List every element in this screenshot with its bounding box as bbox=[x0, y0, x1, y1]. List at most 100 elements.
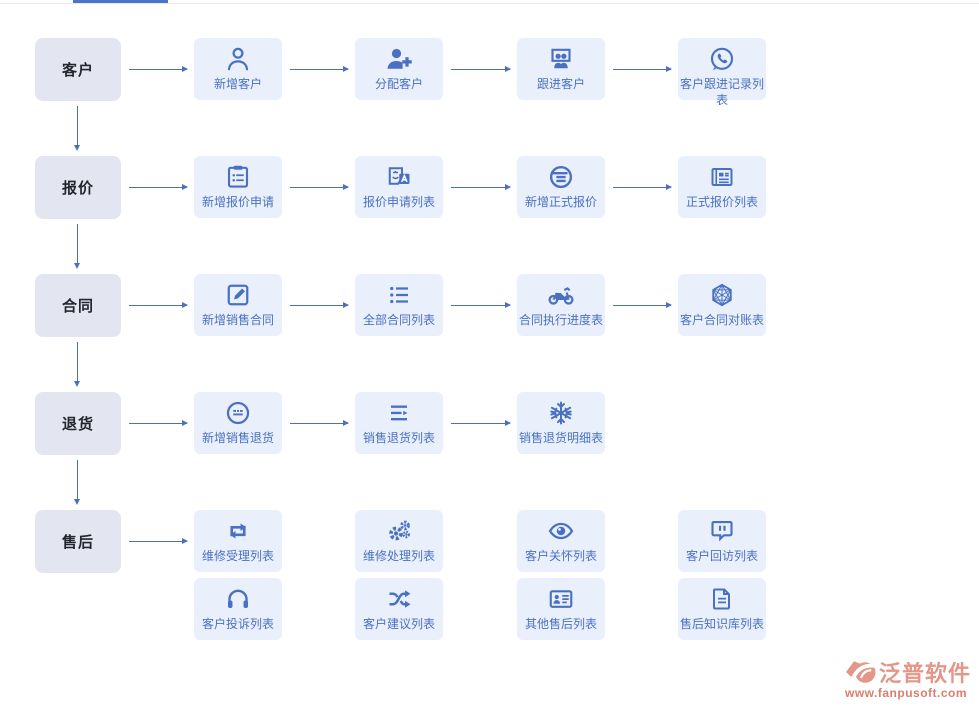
flow-card[interactable]: 客户投诉列表 bbox=[194, 578, 282, 640]
flow-card-label: 销售退货列表 bbox=[362, 431, 435, 445]
flow-card-label: 新增客户 bbox=[213, 77, 262, 91]
flow-arrow bbox=[129, 302, 188, 308]
snowflake-icon bbox=[546, 398, 576, 428]
motorcycle-icon bbox=[546, 280, 576, 310]
active-tab-indicator[interactable] bbox=[73, 0, 168, 3]
repeat-icon bbox=[223, 516, 253, 546]
users-banner-icon bbox=[546, 44, 576, 74]
flow-card-label: 维修处理列表 bbox=[362, 549, 435, 563]
flow-arrow bbox=[129, 184, 188, 190]
flow-card-label: 客户合同对账表 bbox=[679, 313, 764, 327]
flow-card[interactable]: 其他售后列表 bbox=[517, 578, 605, 640]
stage-label: 客户 bbox=[61, 62, 94, 79]
flow-card[interactable]: 跟进客户 bbox=[517, 38, 605, 100]
flow-arrow bbox=[290, 420, 349, 426]
flow-card-label: 新增销售退货 bbox=[201, 431, 274, 445]
stage-connector-arrow bbox=[74, 224, 80, 269]
flow-card[interactable]: 全部合同列表 bbox=[355, 274, 443, 336]
stage-box: 退货 bbox=[35, 392, 121, 455]
flow-arrow bbox=[290, 302, 349, 308]
flow-card-label: 合同执行进度表 bbox=[518, 313, 603, 327]
stage-label: 售后 bbox=[61, 534, 94, 551]
flow-card-label: 客户回访列表 bbox=[685, 549, 758, 563]
flow-arrow bbox=[451, 184, 511, 190]
stage-label: 退货 bbox=[61, 416, 94, 433]
flow-card-label: 新增正式报价 bbox=[524, 195, 597, 209]
list-arrow-icon bbox=[384, 398, 414, 428]
flow-card[interactable]: 新增销售退货 bbox=[194, 392, 282, 454]
flow-card-label: 新增销售合同 bbox=[201, 313, 274, 327]
translate-doc-icon bbox=[384, 162, 414, 192]
stage-box: 合同 bbox=[35, 274, 121, 337]
flow-arrow bbox=[613, 184, 672, 190]
flow-card-label: 正式报价列表 bbox=[685, 195, 758, 209]
flow-arrow bbox=[290, 66, 349, 72]
flow-card-label: 跟进客户 bbox=[536, 77, 585, 91]
flow-card[interactable]: 分配客户 bbox=[355, 38, 443, 100]
flow-card[interactable]: 新增客户 bbox=[194, 38, 282, 100]
flow-card[interactable]: 销售退货列表 bbox=[355, 392, 443, 454]
flow-arrow bbox=[613, 302, 672, 308]
user-outline-icon bbox=[223, 44, 253, 74]
flow-card[interactable]: 客户跟进记录列表 bbox=[678, 38, 766, 107]
flow-card-label: 销售退货明细表 bbox=[518, 431, 603, 445]
flow-card[interactable]: 客户合同对账表 bbox=[678, 274, 766, 336]
flow-card-label: 新增报价申请 bbox=[201, 195, 274, 209]
flow-arrow bbox=[129, 66, 188, 72]
flow-arrow bbox=[613, 66, 672, 72]
flow-card-label: 客户关怀列表 bbox=[524, 549, 597, 563]
edit-square-icon bbox=[223, 280, 253, 310]
flow-card[interactable]: 客户回访列表 bbox=[678, 510, 766, 572]
stage-connector-arrow bbox=[74, 106, 80, 151]
flow-arrow bbox=[129, 538, 188, 544]
flow-card[interactable]: 新增销售合同 bbox=[194, 274, 282, 336]
flow-arrow bbox=[451, 66, 511, 72]
flow-card[interactable]: 合同执行进度表 bbox=[517, 274, 605, 336]
flow-arrow bbox=[451, 420, 511, 426]
flow-card-label: 报价申请列表 bbox=[362, 195, 435, 209]
stage-connector-arrow bbox=[74, 460, 80, 505]
flow-card[interactable]: 维修受理列表 bbox=[194, 510, 282, 572]
whatsapp-icon bbox=[707, 44, 737, 74]
gears-icon bbox=[384, 516, 414, 546]
fanpu-logo-icon bbox=[845, 658, 877, 686]
id-card-icon bbox=[546, 584, 576, 614]
clipboard-form-icon bbox=[223, 162, 253, 192]
tabbar-divider bbox=[0, 3, 979, 4]
newspaper-icon bbox=[707, 162, 737, 192]
flow-card-label: 分配客户 bbox=[374, 77, 423, 91]
flow-card[interactable]: 新增正式报价 bbox=[517, 156, 605, 218]
flow-card[interactable]: 新增报价申请 bbox=[194, 156, 282, 218]
flow-card[interactable]: 正式报价列表 bbox=[678, 156, 766, 218]
flow-card[interactable]: 维修处理列表 bbox=[355, 510, 443, 572]
hexagon-mesh-icon bbox=[707, 280, 737, 310]
eye-icon bbox=[546, 516, 576, 546]
flow-card[interactable]: 销售退货明细表 bbox=[517, 392, 605, 454]
headset-icon bbox=[223, 584, 253, 614]
flow-card[interactable]: 售后知识库列表 bbox=[678, 578, 766, 640]
flow-card[interactable]: 客户建议列表 bbox=[355, 578, 443, 640]
brand-url: www.fanpusoft.com bbox=[844, 686, 968, 700]
flow-arrow bbox=[129, 420, 188, 426]
shuffle-icon bbox=[384, 584, 414, 614]
stage-label: 合同 bbox=[61, 298, 94, 315]
flow-card[interactable]: 客户关怀列表 bbox=[517, 510, 605, 572]
flow-card-label: 维修受理列表 bbox=[201, 549, 274, 563]
stage-box: 售后 bbox=[35, 510, 121, 573]
flow-card[interactable]: 报价申请列表 bbox=[355, 156, 443, 218]
flow-card-label: 全部合同列表 bbox=[362, 313, 435, 327]
flow-arrow bbox=[451, 302, 511, 308]
stage-box: 报价 bbox=[35, 156, 121, 219]
flow-card-label: 客户投诉列表 bbox=[201, 617, 274, 631]
stage-box: 客户 bbox=[35, 38, 121, 101]
list-bullets-icon bbox=[384, 280, 414, 310]
flow-card-label: 客户跟进记录列表 bbox=[679, 77, 764, 107]
circle-bars-icon bbox=[546, 162, 576, 192]
flow-card-label: 客户建议列表 bbox=[362, 617, 435, 631]
face-dashes-icon bbox=[223, 398, 253, 428]
chat-bubble-icon bbox=[707, 516, 737, 546]
flow-card-label: 售后知识库列表 bbox=[679, 617, 764, 631]
user-add-icon bbox=[384, 44, 414, 74]
flow-card-label: 其他售后列表 bbox=[524, 617, 597, 631]
